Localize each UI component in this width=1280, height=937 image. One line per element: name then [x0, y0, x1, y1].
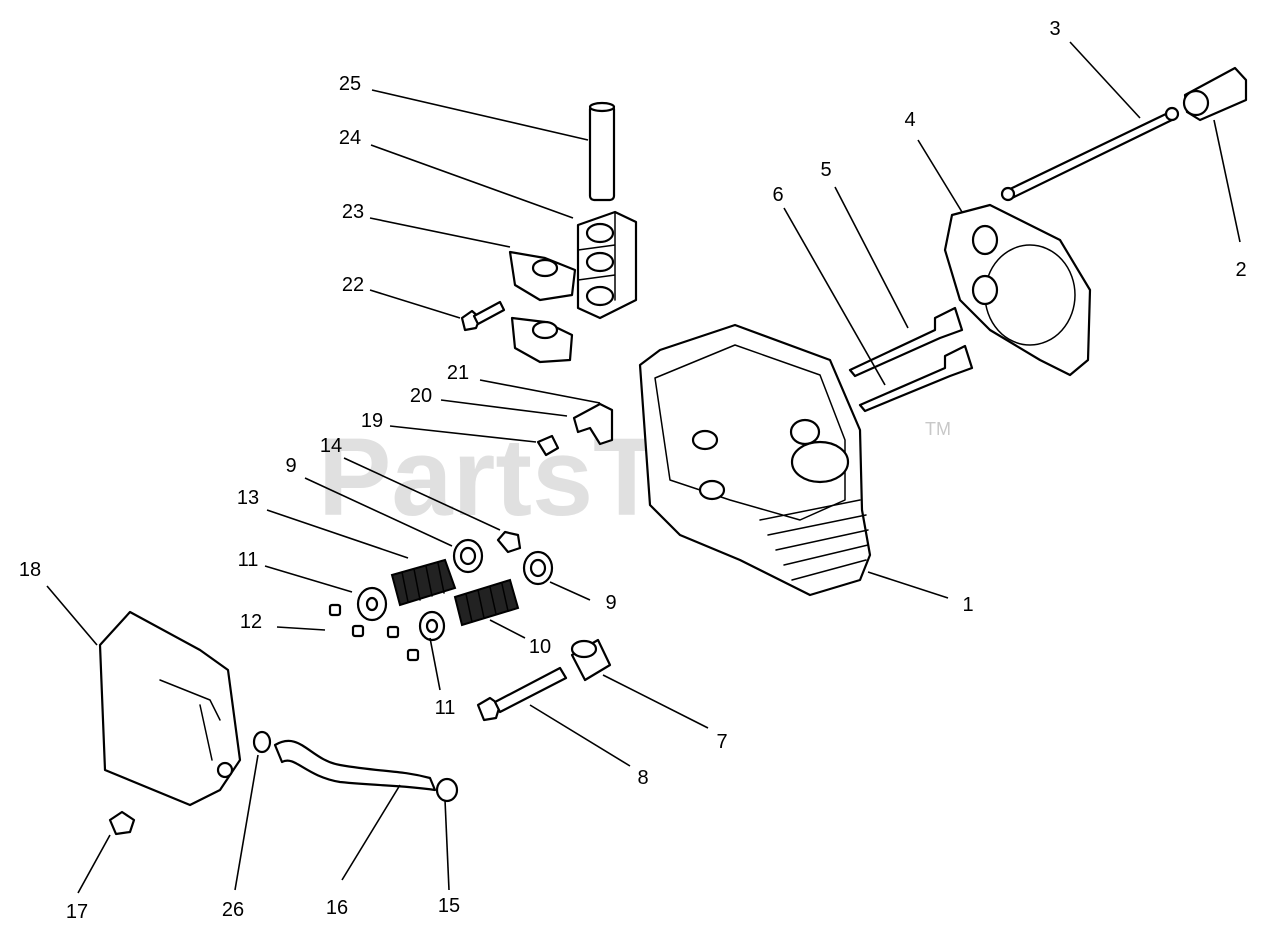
- watermark-trademark: TM: [925, 419, 951, 439]
- callout-12: 12: [240, 611, 262, 633]
- part-5-valve: [848, 306, 964, 378]
- part-14-plug: [496, 530, 522, 554]
- part-25-shaft: [588, 101, 616, 202]
- callout-6: 6: [772, 184, 783, 206]
- part-13-spring: [390, 558, 457, 607]
- part-2-tappet: [1182, 66, 1248, 122]
- callout-11-lower: 11: [435, 697, 456, 719]
- callout-25: 25: [339, 73, 361, 95]
- part-11-seat-upper: [356, 586, 388, 622]
- callout-11-upper: 11: [238, 549, 259, 571]
- callout-15: 15: [438, 895, 460, 917]
- part-4-gasket: [943, 203, 1092, 377]
- callout-20: 20: [410, 385, 432, 407]
- part-3-pushrod: [1000, 106, 1180, 202]
- callout-9-lower: 9: [605, 592, 616, 614]
- callout-24: 24: [339, 127, 361, 149]
- part-24-rocker-support: [576, 210, 638, 320]
- part-15-clamp: [435, 777, 459, 803]
- callout-10: 10: [529, 636, 551, 658]
- part-6-valve: [858, 344, 974, 413]
- callout-16: 16: [326, 897, 348, 919]
- part-8-long-bolt: [476, 666, 568, 722]
- callout-18: 18: [19, 559, 41, 581]
- part-23-rocker-arms: [508, 250, 577, 364]
- leader-lines: [46, 41, 1241, 894]
- part-1-cylinder-head: [638, 323, 872, 597]
- part-17-screw: [108, 810, 136, 836]
- callout-17: 17: [66, 901, 88, 923]
- callout-14: 14: [320, 435, 342, 457]
- callout-23: 23: [342, 201, 364, 223]
- part-22-bolt: [460, 300, 506, 332]
- callout-1: 1: [962, 594, 973, 616]
- part-9-retainer-upper: [452, 538, 484, 574]
- part-26-clamp: [252, 730, 272, 754]
- part-11-seat-lower: [418, 610, 446, 642]
- callout-19: 19: [361, 410, 383, 432]
- callout-5: 5: [820, 159, 831, 181]
- part-12-keepers: [328, 603, 420, 662]
- callout-22: 22: [342, 274, 364, 296]
- part-7-spacer: [570, 638, 612, 682]
- parts-drawing: [98, 66, 1248, 836]
- callout-labels: 1 2 3 4 5 6 7 8 9 9 10 11 11 12 13 14 15…: [19, 18, 1247, 923]
- part-9-retainer-lower: [522, 550, 554, 586]
- callout-8: 8: [637, 767, 648, 789]
- part-21-20-19-bracket: [536, 402, 614, 457]
- callout-4: 4: [904, 109, 915, 131]
- part-10-spring: [453, 578, 520, 627]
- callout-3: 3: [1049, 18, 1060, 40]
- callout-13: 13: [237, 487, 259, 509]
- callout-26: 26: [222, 899, 244, 921]
- callout-7: 7: [716, 731, 727, 753]
- part-18-rocker-cover: [98, 610, 242, 807]
- callout-9-upper: 9: [285, 455, 296, 477]
- part-16-breather-hose: [273, 739, 437, 792]
- callout-2: 2: [1235, 259, 1246, 281]
- callout-21: 21: [447, 362, 469, 384]
